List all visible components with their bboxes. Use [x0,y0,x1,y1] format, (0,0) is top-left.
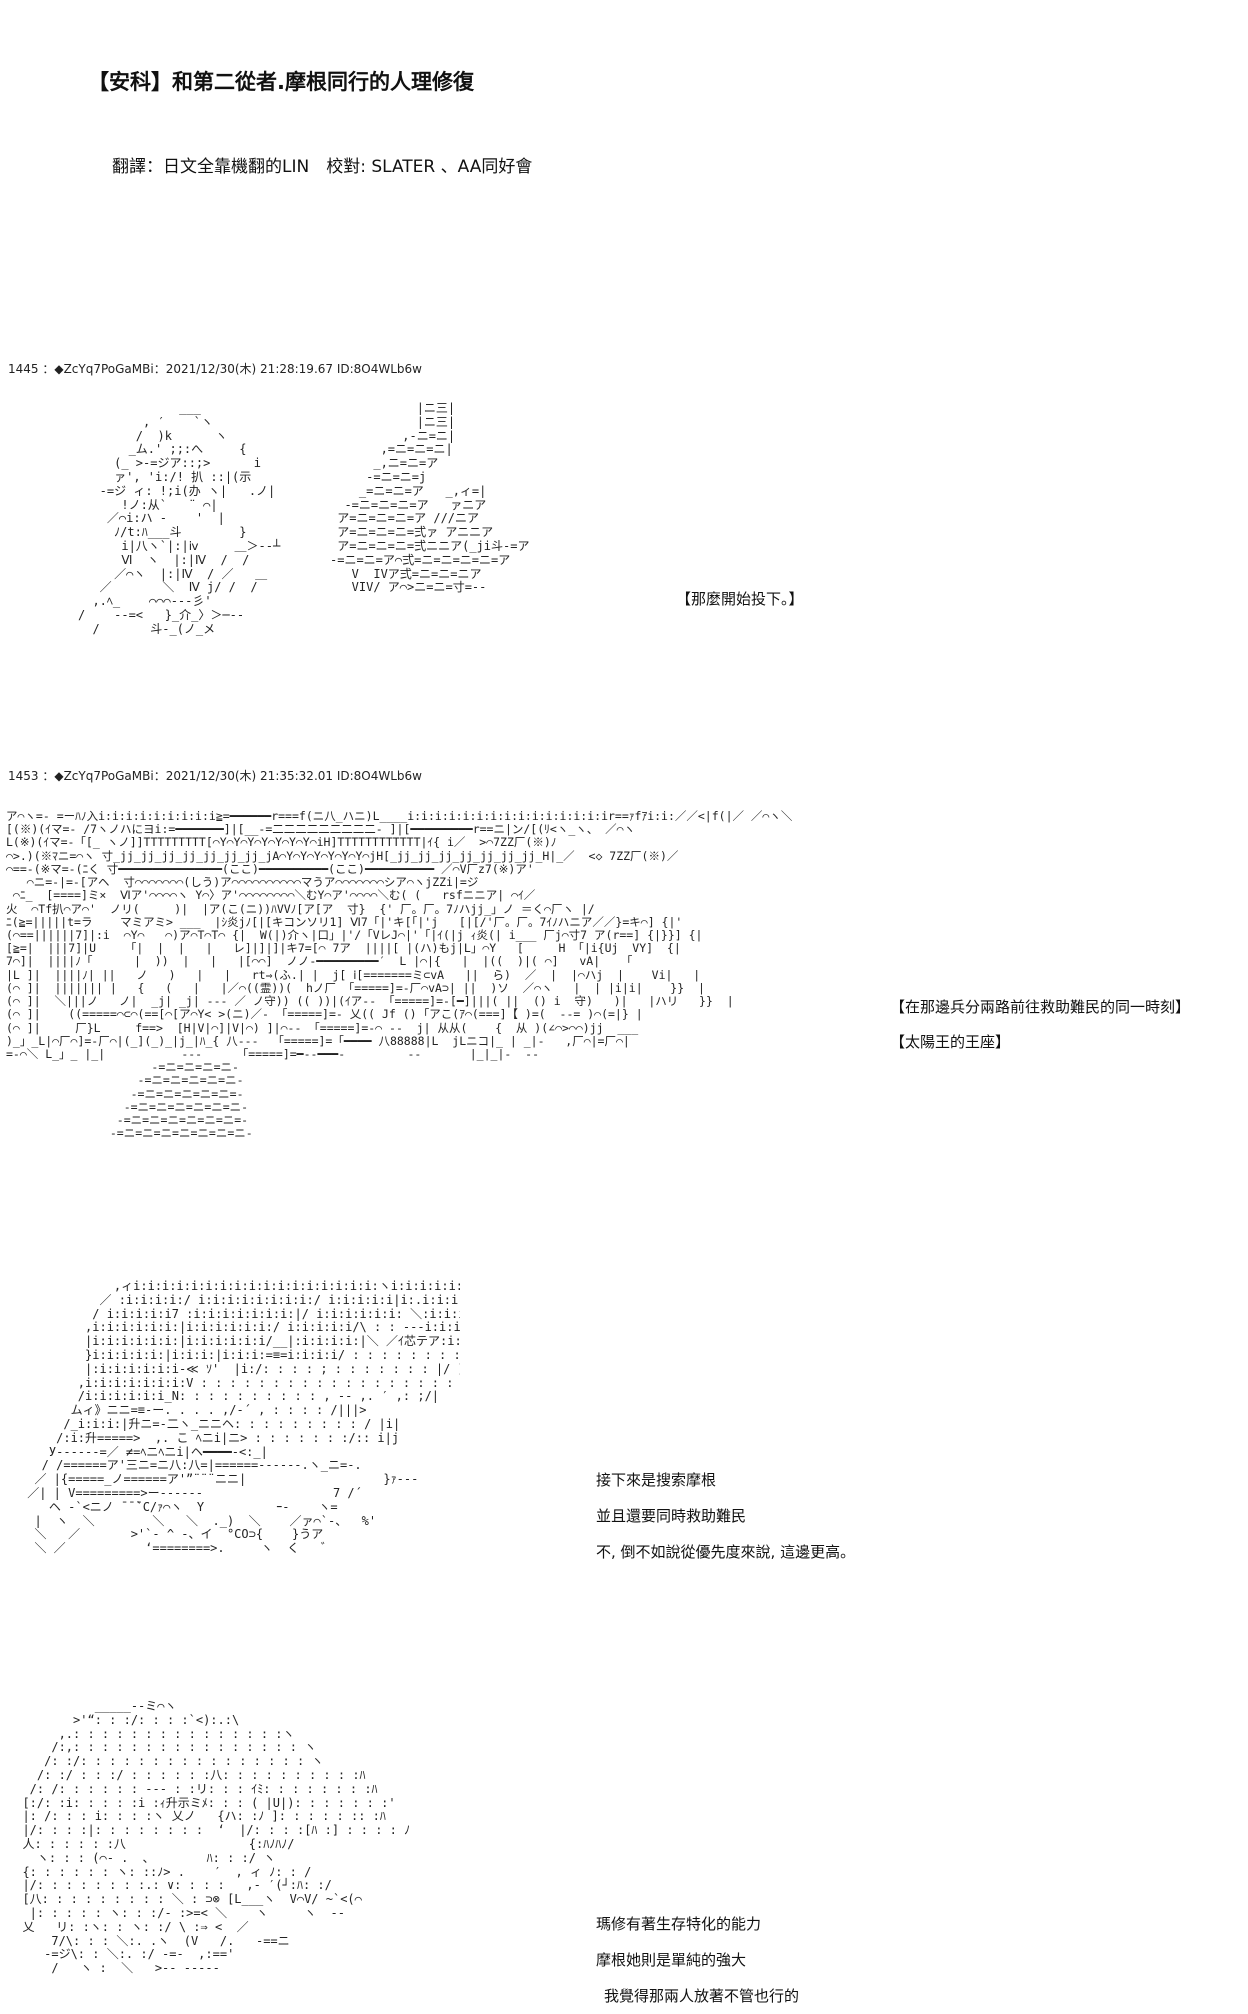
dialogue-block-2: 瑪修有著生存特化的能力 摩根她則是單純的強大 我覺得那兩人放著不管也行的 [596,1906,799,2014]
post-header-1453: 1453 ：◆ZcYq7PoGaMBi：2021/12/30(木) 21:35:… [8,769,422,783]
dialogue-block-1: 接下來是搜索摩根 並且還要同時救助難民 不, 倒不如說從優先度來說, 這邊更高。 [596,1462,855,1570]
ascii-art-character-thinking: ,ィi:i:i:i:i:i:i:i:i:i:i:i:i:i:i:i:i:ヽi:i… [27,1280,460,1556]
dialogue-line: 並且還要同時救助難民 [596,1507,747,1525]
ascii-art-sun-king-throne: ア⌒ヽ=‐ =ーﾊﾉ入i:i:i:i:i:i:i:i:i≧=━━━━━━r===… [6,810,793,1141]
caption-start: 【那麼開始投下。】 [676,590,804,608]
post-header-1445: 1445 ：◆ZcYq7PoGaMBi：2021/12/30(木) 21:28:… [8,362,422,376]
ascii-art-character-closeup: _____‐‐ミ⌒ヽ >'“: : :/: : : :`<):.:\ ,.: :… [22,1700,411,1976]
dialogue-line: 不, 倒不如說從優先度來說, 這邊更高。 [596,1543,856,1561]
dialogue-line: 接下來是搜索摩根 [596,1471,717,1489]
caption-meanwhile: 【在那邊兵分兩路前往救助難民的同一時刻】 [890,998,1191,1016]
dialogue-line: 摩根她則是單純的強大 [596,1951,747,1969]
page-title: 【安科】和第二從者.摩根同行的人理修復 [88,70,474,94]
credits-line: 翻譯：日文全靠機翻的LIN 校對: SLATER 、AA同好會 [112,157,533,177]
dialogue-line: 瑪修有著生存特化的能力 [596,1915,762,1933]
caption-throne-room: 【太陽王的王座】 [890,1033,1011,1051]
dialogue-line: 我覺得那兩人放著不管也行的 [604,1987,800,2005]
ascii-art-throne-steps: |ニ三| |ニ三| ,-ニ=ニ| ,=ニ=ニ=ニ| _,ニ=ニ=ア -=ニ=ニ=… [330,402,530,595]
ascii-art-character-seated: ___ , ′ `ヽ / )k ヽ _ム.' ;;:へ { (_ >-=ジア::… [78,402,281,636]
